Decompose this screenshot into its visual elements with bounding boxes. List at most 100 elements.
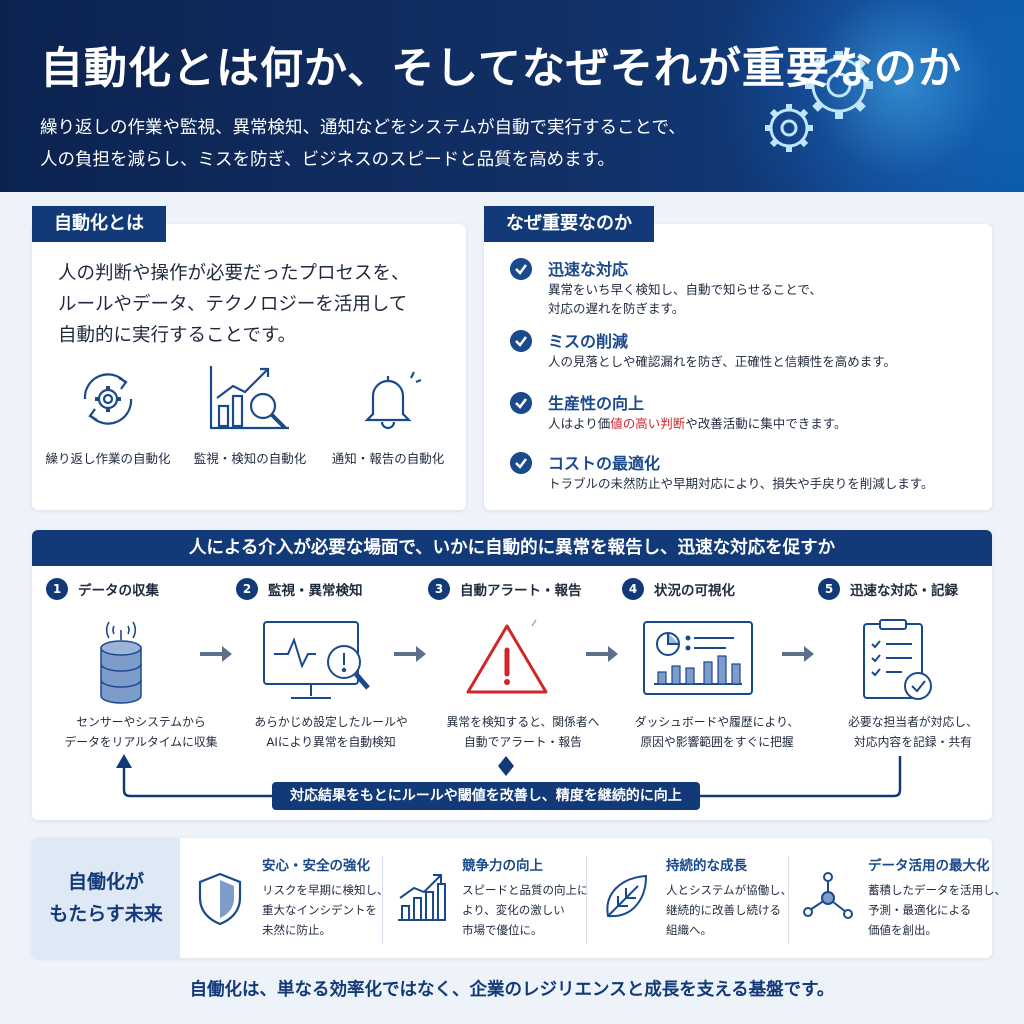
step-number: 1 — [46, 578, 68, 600]
what-panel — [32, 224, 466, 510]
cycle-gear-icon — [83, 373, 133, 425]
step-desc: ダッシュボードや履歴により、 原因や影響範囲をすぐに把握 — [622, 712, 812, 752]
step-desc: 必要な担当者が対応し、 対応内容を記録・共有 — [818, 712, 1008, 752]
future-card-desc-line1: 人とシステムが協働し、 — [666, 883, 793, 897]
feature-label: 繰り返し作業の自動化 — [45, 451, 171, 466]
future-card-desc-line1: スピードと品質の向上に — [462, 883, 589, 897]
arrow-right-icon — [394, 646, 426, 662]
future-card-desc: リスクを早期に検知し、 重大なインシデントを 未然に防止。 — [262, 880, 389, 940]
future-card-competitiveness: 競争力の向上 スピードと品質の向上に より、変化の激しい 市場で優位に。 — [392, 850, 592, 950]
reason-desc: 人はより価値の高い判断や改善活動に集中できます。 — [548, 414, 847, 433]
what-tag: 自動化とは — [32, 206, 166, 242]
feature-label: 監視・検知の自動化 — [193, 451, 307, 466]
future-card-desc: 蓄積したデータを活用し、 予測・最適化による 価値を創出。 — [868, 880, 1006, 940]
step-title: 状況の可視化 — [654, 583, 735, 599]
future-card-title: 競争力の向上 — [462, 858, 543, 874]
database-icon — [100, 621, 142, 704]
arrow-right-icon — [200, 646, 232, 662]
process-title: 人による介入が必要な場面で、いかに自動的に異常を報告し、迅速な対応を促すか — [32, 530, 992, 566]
step-desc-line2: AIにより異常を自動検知 — [266, 735, 396, 749]
what-line2: ルールやデータ、テクノロジーを活用して — [58, 294, 408, 315]
future-title: 自働化が もたらす未来 — [32, 866, 180, 930]
what-line3: 自動的に実行することです。 — [58, 325, 297, 346]
reason-title: 迅速な対応 — [548, 260, 629, 279]
future-card-desc-line3: 組織へ。 — [666, 923, 712, 937]
future-card-desc-line1: リスクを早期に検知し、 — [262, 883, 389, 897]
check-icon — [510, 452, 532, 474]
step-number: 4 — [622, 578, 644, 600]
step-title: 迅速な対応・記録 — [850, 583, 958, 599]
reason-desc-post: や改善活動に集中できます。 — [685, 416, 847, 431]
what-line1: 人の判断や操作が必要だったプロセスを、 — [58, 263, 410, 284]
future-card-desc-line2: より、変化の激しい — [462, 903, 565, 917]
what-description: 人の判断や操作が必要だったプロセスを、 ルールやデータ、テクノロジーを活用して … — [58, 258, 410, 351]
reason-desc: トラブルの未然防止や早期対応により、損失や手戻りを削減します。 — [548, 476, 934, 491]
future-card-growth: 持続的な成長 人とシステムが協働し、 継続的に改善し続ける 組織へ。 — [596, 850, 796, 950]
future-card-title: 安心・安全の強化 — [262, 858, 370, 874]
shield-icon — [198, 872, 242, 926]
future-card-desc-line2: 予測・最適化による — [868, 903, 972, 917]
check-icon — [510, 258, 532, 280]
clipboard-check-icon — [863, 619, 932, 700]
divider — [382, 856, 383, 944]
step-desc-line1: 必要な担当者が対応し、 — [848, 715, 978, 729]
step-desc-line1: あらかじめ設定したルールや — [254, 715, 408, 729]
future-card-desc-line1: 蓄積したデータを活用し、 — [868, 883, 1006, 897]
check-icon — [510, 330, 532, 352]
check-icon — [510, 392, 532, 414]
why-panel — [484, 224, 992, 510]
step-desc-line1: ダッシュボードや履歴により、 — [634, 715, 800, 729]
hero-subtitle-line2: 人の負担を減らし、ミスを防ぎ、ビジネスのスピードと品質を高めます。 — [40, 150, 615, 170]
step-desc-line2: 対応内容を記録・共有 — [854, 735, 972, 749]
future-card-data: データ活用の最大化 蓄積したデータを活用し、 予測・最適化による 価値を創出。 — [798, 850, 1006, 950]
why-tag: なぜ重要なのか — [484, 206, 654, 242]
step-head: 3 自動アラート・報告 — [428, 578, 582, 600]
step-desc: 異常を検知すると、関係者へ 自動でアラート・報告 — [428, 712, 618, 752]
step-desc-line2: 自動でアラート・報告 — [464, 735, 582, 749]
footer-statement: 自働化は、単なる効率化ではなく、企業のレジリエンスと成長を支える基盤です。 — [189, 980, 835, 1000]
future-title-line2: もたらす未来 — [49, 903, 163, 925]
reason-desc-line2: 対応の遅れを防ぎます。 — [548, 301, 685, 316]
step-title: 自動アラート・報告 — [460, 583, 582, 599]
step-title: データの収集 — [78, 583, 159, 599]
step-number: 5 — [818, 578, 840, 600]
step-desc: あらかじめ設定したルールや AIにより異常を自動検知 — [236, 712, 426, 752]
hero-banner: 自動化とは何か、そしてなぜそれが重要なのか 繰り返しの作業や監視、異常検知、通知… — [0, 0, 1024, 192]
reason-desc-line1: 異常をいち早く検知し、自動で知らせることで、 — [548, 282, 822, 297]
divider — [586, 856, 587, 944]
future-card-title: 持続的な成長 — [666, 858, 747, 874]
future-card-desc: スピードと品質の向上に より、変化の激しい 市場で優位に。 — [462, 880, 589, 940]
step-number: 3 — [428, 578, 450, 600]
future-card-title: データ活用の最大化 — [868, 858, 990, 874]
dashboard-icon — [643, 621, 753, 695]
network-icon — [803, 872, 853, 919]
future-card-desc-line3: 市場で優位に。 — [462, 923, 543, 937]
growth-chart-icon — [398, 874, 446, 921]
step-head: 5 迅速な対応・記録 — [818, 578, 958, 600]
feature-notification: 通知・報告の自動化 — [318, 364, 458, 467]
step-title: 監視・異常検知 — [268, 583, 363, 599]
reason-title: ミスの削減 — [548, 332, 629, 351]
page-title: 自動化とは何か、そしてなぜそれが重要なのか — [40, 44, 962, 94]
future-card-desc-line2: 継続的に改善し続ける — [666, 903, 781, 917]
feedback-loop-label: 対応結果をもとにルールや閾値を改善し、精度を継続的に向上 — [272, 782, 700, 810]
step-desc-line2: 原因や影響範囲をすぐに把握 — [640, 735, 794, 749]
reason-title: コストの最適化 — [548, 454, 661, 473]
gears-icon — [765, 51, 873, 152]
hero-subtitle: 繰り返しの作業や監視、異常検知、通知などをシステムが自動で実行することで、 人の… — [40, 112, 686, 176]
future-card-desc: 人とシステムが協働し、 継続的に改善し続ける 組織へ。 — [666, 880, 792, 940]
step-head: 2 監視・異常検知 — [236, 578, 363, 600]
chart-magnifier-icon — [209, 366, 289, 430]
reason-desc-pre: 人はより価 — [548, 416, 611, 431]
arrow-right-icon — [782, 646, 814, 662]
reason-desc: 異常をいち早く検知し、自動で知らせることで、 対応の遅れを防ぎます。 — [548, 280, 822, 318]
feature-repetitive: 繰り返し作業の自動化 — [38, 364, 178, 467]
future-card-desc-line2: 重大なインシデントを — [262, 903, 377, 917]
future-card-desc-line3: 価値を創出。 — [868, 923, 937, 937]
future-card-desc-line3: 未然に防止。 — [262, 923, 331, 937]
arrow-right-icon — [586, 646, 618, 662]
step-number: 2 — [236, 578, 258, 600]
divider — [788, 856, 789, 944]
reason-desc-highlight: 値の高い判断 — [610, 416, 686, 431]
reason-title: 生産性の向上 — [548, 394, 645, 413]
